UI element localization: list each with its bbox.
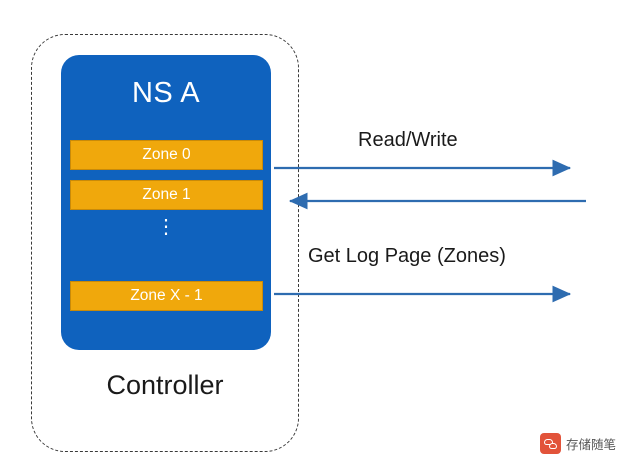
zone-ellipsis-glyph: ⋮ <box>156 216 176 238</box>
get-log-page-label: Get Log Page (Zones) <box>308 245 506 267</box>
watermark-text: 存储随笔 <box>565 438 616 452</box>
zone-bar-1: Zone 1 <box>70 180 263 210</box>
controller-label: Controller <box>106 370 224 400</box>
zone-bar-0: Zone 0 <box>70 140 263 170</box>
watermark: 存储随笔 <box>539 433 616 454</box>
watermark-logo-icon <box>539 433 561 454</box>
controller-boundary <box>31 34 299 452</box>
zone-ellipsis: ⋮ <box>61 216 271 238</box>
zone-bar-x-minus-1: Zone X - 1 <box>70 281 263 311</box>
read-write-label: Read/Write <box>358 129 458 151</box>
namespace-title: NS A <box>131 77 201 109</box>
